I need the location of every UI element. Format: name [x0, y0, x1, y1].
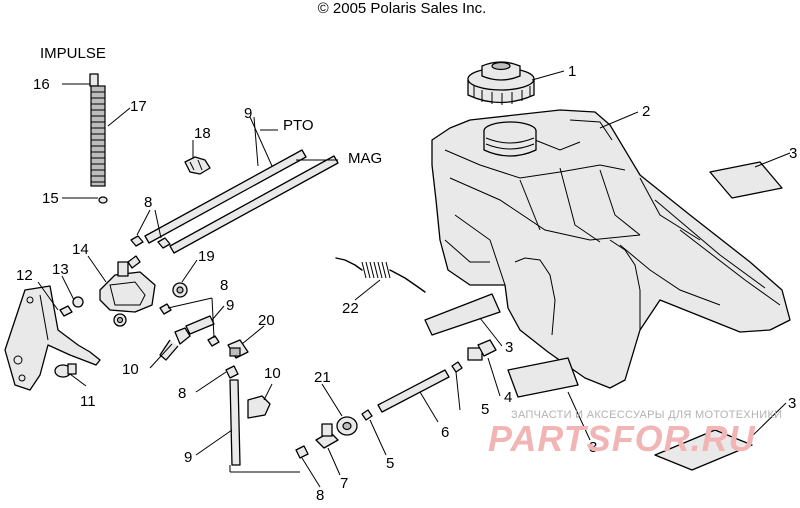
knob-11: [54, 363, 77, 378]
callout-12: 12: [16, 267, 33, 284]
fuel-valve: [99, 255, 156, 327]
grommet-21: [336, 416, 358, 436]
callout-9a: 9: [244, 105, 252, 122]
callout-20: 20: [258, 312, 275, 329]
screw-12: [59, 305, 73, 317]
callout-22: 22: [342, 300, 359, 317]
callout-3b: 3: [505, 339, 513, 356]
label-impulse: IMPULSE: [40, 45, 106, 62]
callout-11: 11: [80, 393, 96, 410]
callout-10b: 10: [264, 365, 281, 382]
callout-13: 13: [52, 261, 69, 278]
clip-8c: [159, 303, 172, 315]
callout-8c: 8: [178, 385, 186, 402]
copyright-text: © 2005 Polaris Sales Inc.: [318, 0, 487, 17]
spring-22: [335, 257, 426, 293]
fuel-tank: [431, 109, 791, 389]
callout-5a: 5: [481, 401, 489, 418]
pad-mid: [424, 293, 501, 336]
clamp-10a: [159, 327, 191, 361]
fitting-4: [467, 339, 497, 361]
fitting-19: [172, 282, 188, 298]
clip-5a: [361, 409, 373, 421]
label-pto: PTO: [283, 117, 314, 134]
clamp-10b: [247, 395, 271, 419]
callout-8a: 8: [144, 194, 152, 211]
callout-7: 7: [340, 475, 348, 492]
label-mag: MAG: [348, 150, 382, 167]
callout-9c: 9: [184, 449, 192, 466]
filter-20: [227, 339, 249, 359]
callout-18: 18: [194, 125, 211, 142]
pad-bottom-right: [654, 429, 753, 471]
fuel-lines-pto-mag: [144, 149, 339, 254]
callout-21: 21: [314, 369, 331, 386]
clamp-18: [184, 156, 211, 175]
fuel-cap: [467, 61, 535, 105]
clip-8d: [207, 335, 220, 347]
fitting-7: [315, 423, 339, 449]
callout-3c: 3: [589, 439, 597, 456]
clip-8e: [225, 365, 239, 379]
callout-19: 19: [198, 248, 215, 265]
callout-17: 17: [130, 98, 147, 115]
screw-13: [72, 296, 84, 308]
clip-8b: [157, 237, 171, 249]
callout-5b: 5: [386, 455, 394, 472]
watermark-logo: PARTSFOR.RU: [488, 418, 756, 459]
leader-lines: [37, 70, 791, 488]
callout-3d: 3: [788, 395, 796, 412]
callout-4: 4: [504, 389, 512, 406]
fuel-line-6: [377, 369, 450, 413]
clip-8a: [130, 235, 144, 247]
callout-16: 16: [33, 76, 50, 93]
callout-9b: 9: [226, 297, 234, 314]
callout-8d: 8: [316, 487, 324, 503]
clip-5b: [451, 361, 463, 373]
callout-15: 15: [42, 190, 59, 207]
callout-2: 2: [642, 103, 650, 120]
callout-10a: 10: [122, 361, 139, 378]
clip-8f: [295, 445, 309, 459]
impulse-hose: [89, 73, 108, 204]
callout-3a: 3: [789, 145, 797, 162]
callout-1: 1: [568, 63, 576, 80]
callout-8b: 8: [220, 277, 228, 294]
watermark-subtitle: ЗАПЧАСТИ И АКСЕССУАРЫ ДЛЯ МОТОТЕХНИКИ: [511, 409, 783, 421]
hose-9c: [229, 379, 241, 466]
callout-14: 14: [72, 241, 89, 258]
pad-lower: [507, 357, 579, 398]
pad-upper-right: [709, 161, 783, 199]
mount-bracket: [4, 285, 101, 391]
hose-9b: [185, 315, 215, 335]
callout-6: 6: [441, 424, 449, 441]
